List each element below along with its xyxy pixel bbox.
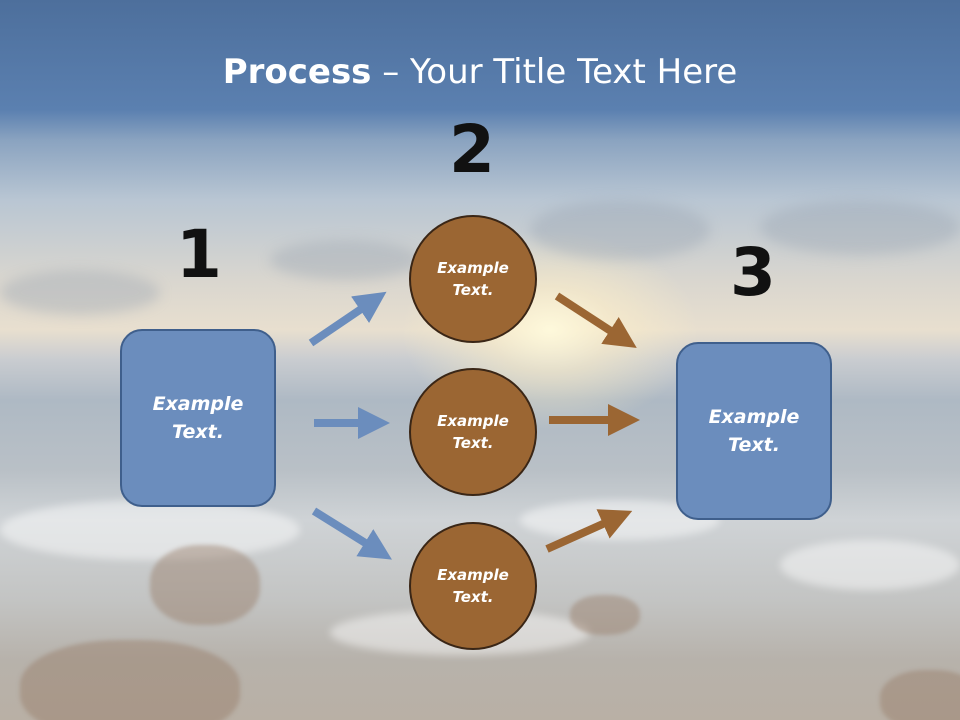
rock: [20, 640, 240, 720]
circle-bottom[interactable]: Example Text.: [409, 522, 537, 650]
arrow-left-to-top: [308, 291, 387, 347]
step-number-1: 1: [176, 216, 222, 293]
rock: [150, 545, 260, 625]
circle-middle[interactable]: Example Text.: [409, 368, 537, 496]
circle-bottom-text: Example Text.: [437, 565, 509, 607]
rock: [570, 595, 640, 635]
slide-title: Process – Your Title Text Here: [0, 52, 960, 92]
wave-foam: [780, 540, 960, 590]
cloud: [530, 200, 710, 260]
arrow-bottom-to-right: [545, 509, 633, 553]
cloud: [760, 200, 960, 255]
rock: [880, 670, 960, 720]
wave-foam: [0, 500, 300, 560]
title-rest: – Your Title Text Here: [371, 52, 738, 92]
right-process-box[interactable]: Example Text.: [676, 342, 832, 520]
cloud: [0, 270, 160, 315]
title-bold: Process: [222, 52, 372, 92]
circle-top-text: Example Text.: [437, 258, 509, 300]
arrow-top-to-right: [554, 292, 637, 348]
left-process-box[interactable]: Example Text.: [120, 329, 276, 507]
right-box-text: Example Text.: [708, 405, 800, 457]
left-box-text: Example Text.: [152, 392, 244, 444]
cloud: [270, 240, 420, 280]
step-number-3: 3: [730, 234, 776, 311]
circle-middle-text: Example Text.: [437, 411, 509, 453]
arrow-left-to-bottom: [311, 507, 392, 560]
step-number-2: 2: [449, 111, 495, 188]
circle-top[interactable]: Example Text.: [409, 215, 537, 343]
